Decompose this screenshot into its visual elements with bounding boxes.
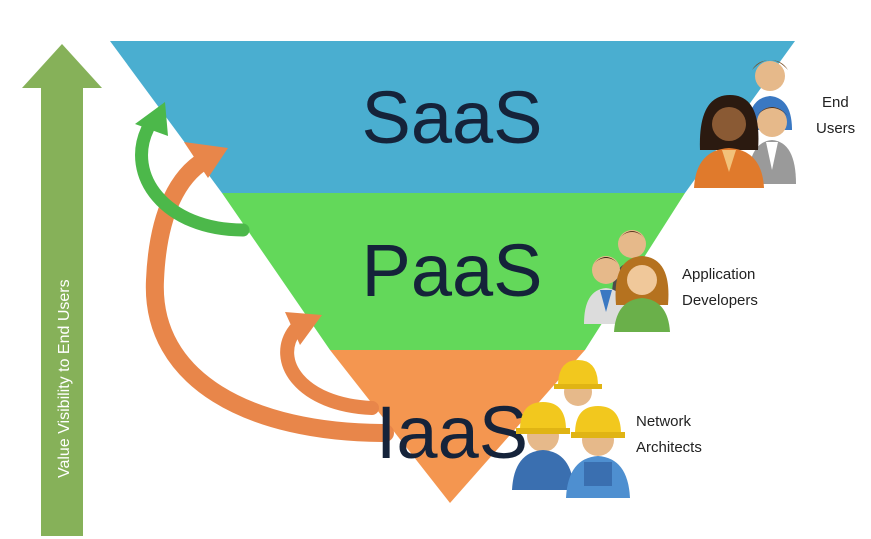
- axis-shaft: [41, 84, 83, 536]
- application-developers-label-line2: Developers: [682, 292, 758, 309]
- paas-layer: [222, 193, 685, 350]
- network-architects-label-line1: Network: [636, 413, 692, 430]
- axis-label: Value Visibility to End Users: [56, 279, 73, 478]
- iaas-to-paas-arrow: [280, 323, 379, 415]
- axis-arrowhead: [22, 44, 102, 88]
- iaas-label: IaaS: [376, 391, 528, 474]
- paas-to-saas-arrowhead: [135, 102, 168, 136]
- architects-icon: [512, 360, 630, 498]
- saas-label: SaaS: [361, 76, 542, 159]
- saas-layer: [110, 41, 795, 193]
- end-users-label-line2: Users: [816, 120, 855, 137]
- iaas-layer: [330, 350, 585, 503]
- iaas-to-saas-arrow: [145, 151, 394, 442]
- paas-to-saas-arrow: [135, 121, 250, 237]
- service-funnel: [110, 41, 795, 503]
- iaas-to-saas-arrowhead: [184, 142, 228, 178]
- value-visibility-axis: Value Visibility to End Users: [22, 44, 102, 536]
- end-users-label-line1: End: [822, 94, 849, 111]
- iaas-to-paas-arrowhead: [285, 312, 322, 345]
- end-users-icon: [694, 60, 796, 188]
- network-architects-label-line2: Architects: [636, 439, 702, 456]
- application-developers-label-line1: Application: [682, 266, 755, 283]
- paas-label: PaaS: [361, 229, 542, 312]
- developers-icon: [584, 230, 670, 332]
- dependency-arrows: [135, 102, 394, 442]
